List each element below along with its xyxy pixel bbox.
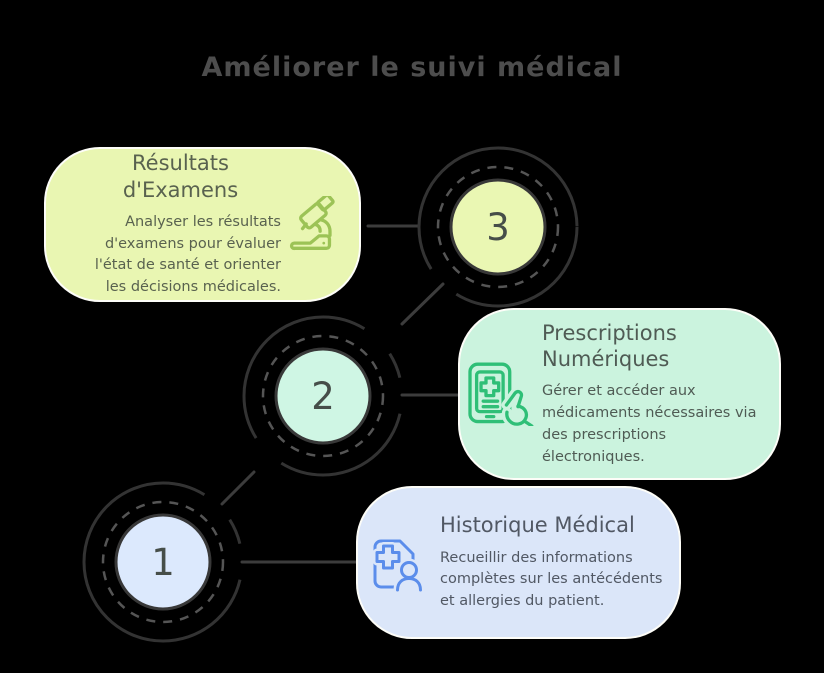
step-circle-1: 1: [82, 481, 244, 643]
connector-circle2-circle1: [220, 470, 256, 506]
step-1-dashed-ring: [101, 500, 225, 624]
step-1-number: 1: [151, 541, 175, 584]
card-historique-title: Historique Médical: [440, 513, 635, 538]
step-3-number: 3: [486, 206, 510, 249]
connector-lines: [220, 224, 460, 564]
step-circle-3: 3: [417, 146, 579, 308]
medical-record-patient-icon: [368, 532, 428, 594]
card-resultats-body: Analyser les résultats d'examens pour év…: [94, 213, 281, 295]
digital-prescription-tablet-icon: [466, 362, 538, 426]
card-prescriptions-body: Gérer et accéder aux médicaments nécessa…: [542, 383, 757, 465]
step-2-dashed-ring: [261, 334, 385, 458]
card-historique-medical: Historique Médical Recueillir des inform…: [356, 486, 681, 639]
step-3-dashed-ring: [436, 165, 560, 289]
step-1-circle: [114, 513, 212, 611]
step-3-outer-ring: [417, 146, 579, 308]
microscope-icon: [287, 195, 345, 254]
card-resultats-title: Résultats d'Examens: [122, 151, 239, 202]
step-circle-2: 2: [242, 315, 404, 477]
step-2-circle: [274, 347, 372, 445]
step-1-outer-ring: [82, 481, 244, 643]
step-3-circle: [449, 178, 547, 276]
card-prescriptions-numeriques: Prescriptions Numériques Gérer et accéde…: [458, 308, 781, 480]
step-2-number: 2: [311, 375, 335, 418]
page-title: Améliorer le suivi médical: [201, 52, 623, 83]
card-historique-body: Recueillir des informations complètes su…: [440, 549, 663, 610]
card-prescriptions-title: Prescriptions Numériques: [542, 320, 677, 371]
step-2-outer-ring: [242, 315, 404, 477]
card-resultats-examens: Résultats d'Examens Analyser les résulta…: [44, 147, 361, 302]
connector-circle3-circle2: [400, 282, 445, 326]
